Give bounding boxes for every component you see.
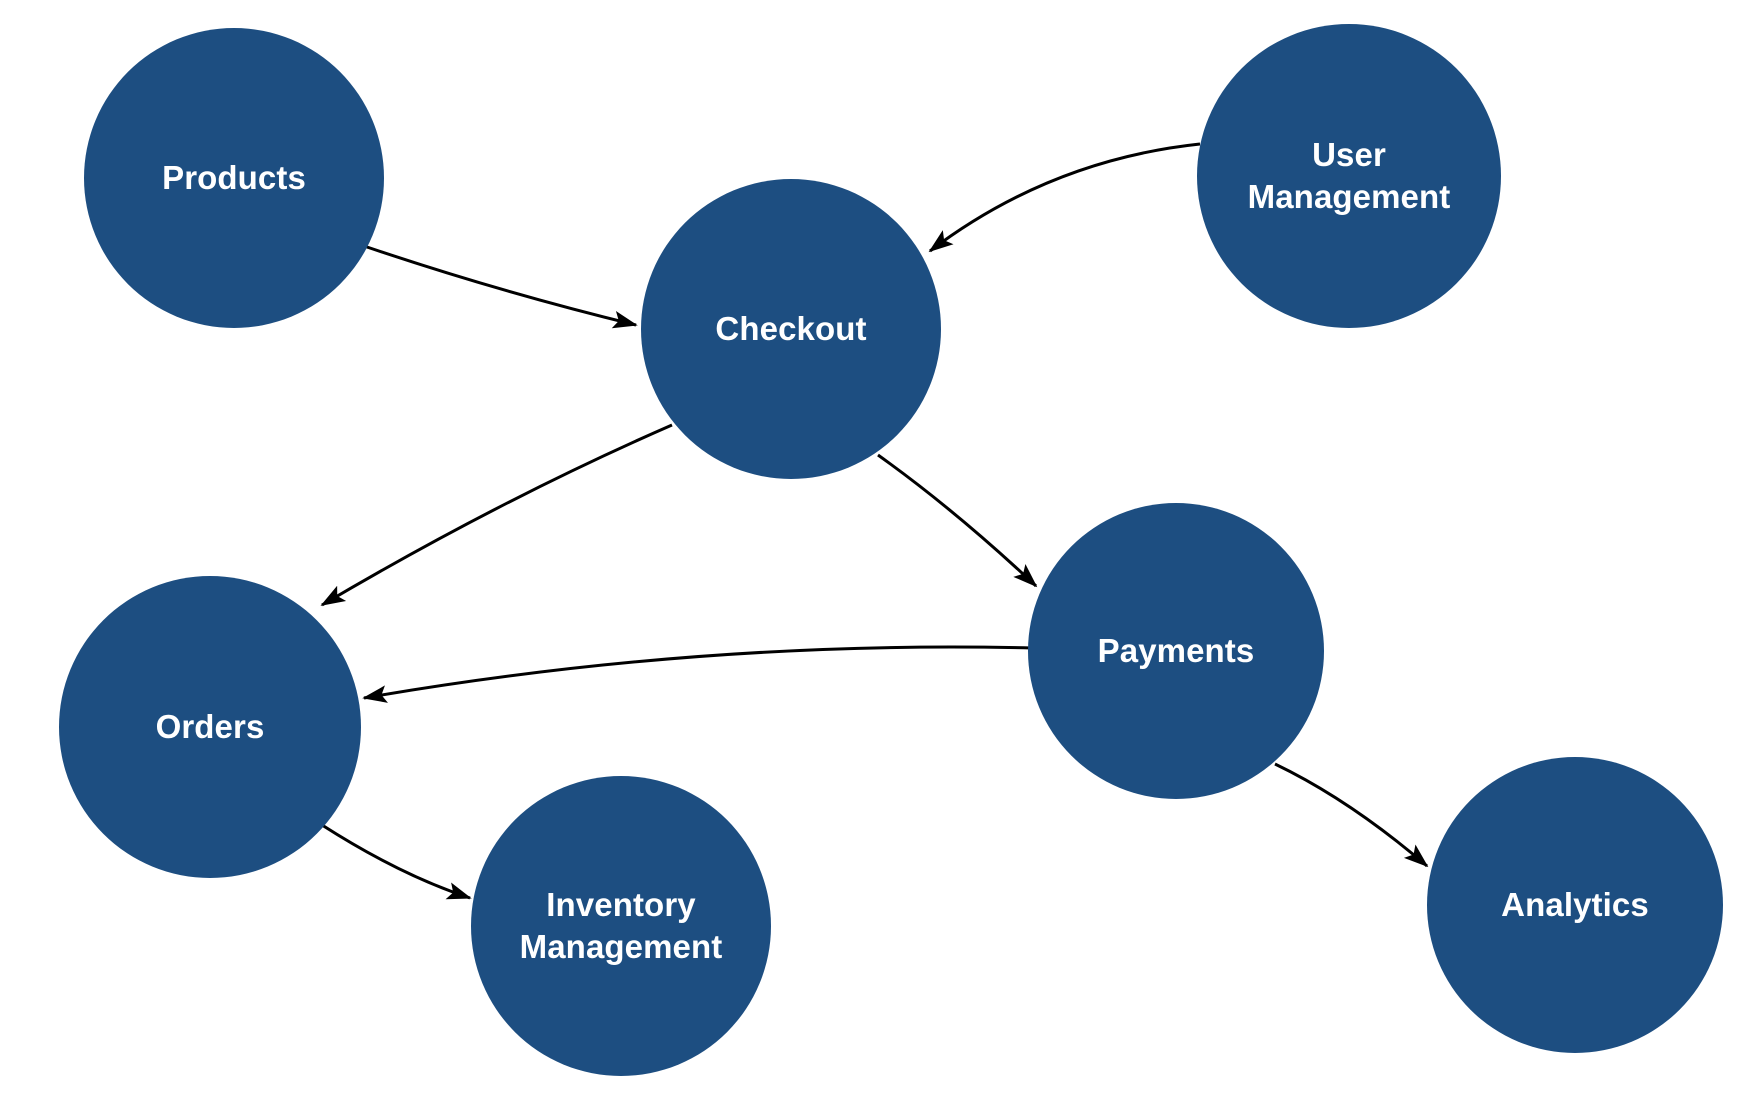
node-label-payments: Payments [1097,631,1255,669]
edges-group [320,142,1429,900]
node-checkout[interactable]: Checkout [641,179,941,479]
node-analytics[interactable]: Analytics [1427,757,1723,1053]
edge-products-to-checkout [363,244,638,329]
edge-checkout-to-payments [877,453,1038,588]
edge-user_mgmt-to-checkout [928,142,1201,253]
node-user_mgmt[interactable]: User Management [1197,24,1501,328]
node-products[interactable]: Products [84,28,384,328]
edge-payments-to-orders [362,645,1033,703]
node-label-analytics: Analytics [1501,885,1649,923]
node-label-checkout: Checkout [715,309,867,347]
node-label-products: Products [162,158,306,196]
node-inventory[interactable]: Inventory Management [471,776,771,1076]
node-payments[interactable]: Payments [1028,503,1324,799]
node-label-orders: Orders [155,707,265,745]
edge-orders-to-inventory [321,823,472,900]
node-label-inventory: Inventory Management [519,885,723,965]
edge-payments-to-analytics [1274,762,1429,868]
node-orders[interactable]: Orders [59,576,361,878]
node-label-user_mgmt: User Management [1247,135,1451,215]
edge-checkout-to-orders [320,423,673,607]
